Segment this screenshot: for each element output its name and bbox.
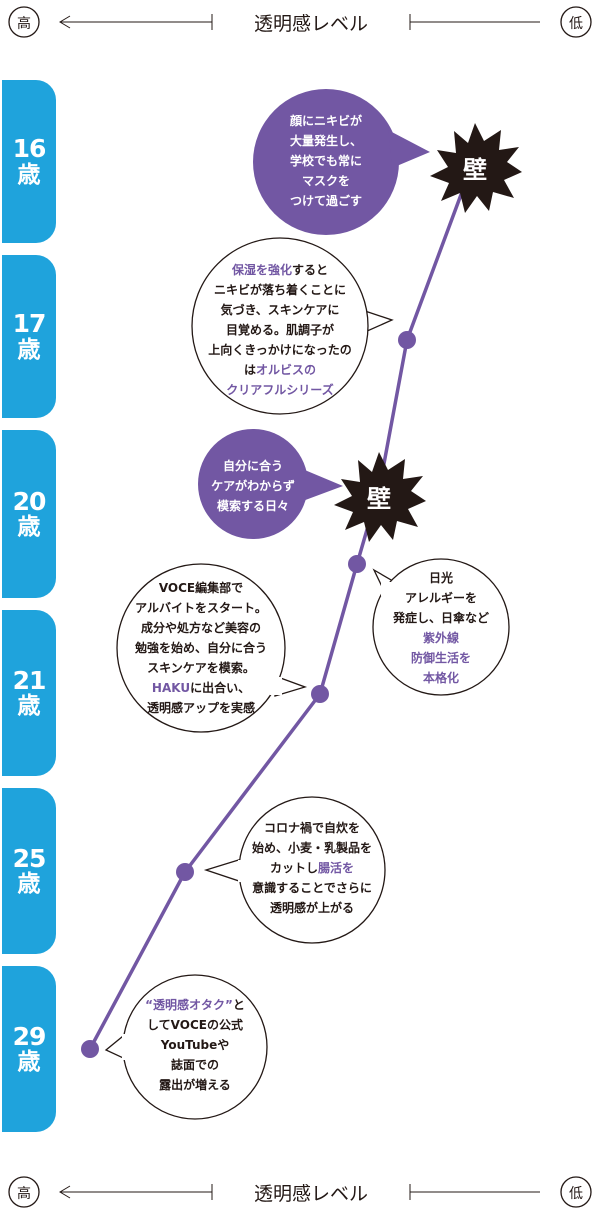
age-tab-17: 17 歳 xyxy=(2,255,56,418)
age-tab-20: 20 歳 xyxy=(2,430,56,598)
scale-title: 透明感レベル xyxy=(253,13,368,35)
bubble-20r xyxy=(372,558,510,696)
scale-low-label: 低 xyxy=(569,1186,583,1202)
age-tab-25: 25 歳 xyxy=(2,788,56,954)
point-marker-21 xyxy=(311,685,329,703)
age-tab-21: 21 歳 xyxy=(2,610,56,776)
bubble-25-text: コロナ禍で自炊を 始め、小麦・乳製品を カットし腸活を 意識することでさらに 透… xyxy=(251,821,372,915)
scale-header-bottom: 高 低 透明感レベル xyxy=(0,1172,600,1212)
age-tab-29: 29 歳 xyxy=(2,966,56,1132)
scale-axis-top xyxy=(8,6,592,38)
bubble-21-text: VOCE編集部で アルバイトをスタート。 成分や処方など美容の 勉強を始め、自分… xyxy=(134,581,267,715)
wall-label-16: 壁 xyxy=(463,156,487,184)
bubble-20-text: 自分に合う ケアがわからず 模索する日々 xyxy=(211,459,295,513)
bubble-20r-text: 日光 アレルギーを 発症し、日傘など 紫外線 防御生活を 本格化 xyxy=(392,571,489,685)
point-marker-20 xyxy=(348,555,366,573)
point-marker-25 xyxy=(176,863,194,881)
bubble-16 xyxy=(253,89,430,235)
wall-burst-20 xyxy=(334,452,426,542)
bubble-25 xyxy=(203,796,386,944)
bubble-20 xyxy=(198,429,343,539)
scale-header-top: 高 低 透明感レベル xyxy=(0,2,600,42)
bubble-29-text: “透明感オタク”と してVOCEの公式 YouTubeや 誌面での 露出が増える xyxy=(145,998,245,1092)
bubble-16-text: 顔にニキビが 大量発生し、 学校でも常に マスクを つけて過ごす xyxy=(289,114,363,208)
point-marker-29 xyxy=(81,1040,99,1058)
bubble-17 xyxy=(191,237,394,415)
bubble-21 xyxy=(116,563,308,733)
wall-label-20: 壁 xyxy=(367,485,391,513)
scale-title: 透明感レベル xyxy=(253,1183,368,1205)
scale-low-label: 低 xyxy=(569,16,583,32)
bubble-29 xyxy=(104,974,268,1120)
bubble-17-text: 保湿を強化すると ニキビが落ち着くことに 気づき、スキンケアに 目覚める。肌調子… xyxy=(208,263,352,397)
scale-high-label: 高 xyxy=(17,1186,31,1202)
wall-burst-16 xyxy=(430,123,522,213)
scale-high-label: 高 xyxy=(17,16,31,32)
scale-axis-bottom xyxy=(8,1176,592,1208)
point-marker-17 xyxy=(398,331,416,349)
age-tab-16: 16 歳 xyxy=(2,80,56,243)
